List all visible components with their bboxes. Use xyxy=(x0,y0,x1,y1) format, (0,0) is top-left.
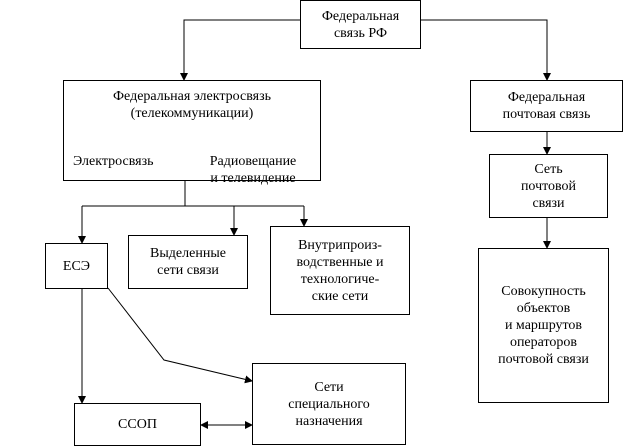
connector-ess-to-special xyxy=(107,287,253,384)
connector-root-to-postal xyxy=(420,19,551,81)
node-federal-communication: Федеральная связь РФ xyxy=(300,0,421,49)
node-electrosvyaz: Электросвязь xyxy=(73,136,181,169)
node-internal-networks-label: Внутрипроиз- водственные и технологиче- … xyxy=(296,237,384,304)
node-dedicated-networks: Выделенные сети связи xyxy=(128,235,248,289)
node-federal-telecom: Федеральная электросвязь (телекоммуникац… xyxy=(63,80,321,181)
node-ess-label: ЕСЭ xyxy=(62,258,91,274)
node-federal-postal: Федеральная почтовая связь xyxy=(470,80,623,132)
connector-root-to-telecom xyxy=(180,19,300,81)
node-ssop-label: ССОП xyxy=(118,417,157,432)
node-dedicated-networks-label: Выделенные сети связи xyxy=(150,246,226,278)
node-ssop: ССОП xyxy=(74,403,201,446)
node-special-networks: Сети специального назначения xyxy=(252,363,406,445)
node-internal-networks: Внутрипроиз- водственные и технологиче- … xyxy=(270,226,410,315)
node-radio-tv-label: Радиовещание и телевидение xyxy=(209,154,297,186)
node-federal-telecom-label: Федеральная электросвязь (телекоммуникац… xyxy=(113,89,271,121)
node-federal-communication-label: Федеральная связь РФ xyxy=(321,8,400,41)
node-postal-network: Сеть почтовой связи xyxy=(489,154,608,218)
node-special-networks-label: Сети специального назначения xyxy=(288,379,370,429)
node-postal-objects: Совокупность объектов и маршрутов операт… xyxy=(478,248,609,403)
node-ess: ЕСЭ xyxy=(45,243,108,289)
node-postal-network-label: Сеть почтовой связи xyxy=(520,161,577,211)
node-postal-objects-label: Совокупность объектов и маршрутов операт… xyxy=(498,284,589,367)
node-radio-tv: Радиовещание и телевидение xyxy=(194,136,312,186)
node-federal-postal-label: Федеральная почтовая связь xyxy=(502,90,591,122)
node-electrosvyaz-label: Электросвязь xyxy=(73,154,154,169)
